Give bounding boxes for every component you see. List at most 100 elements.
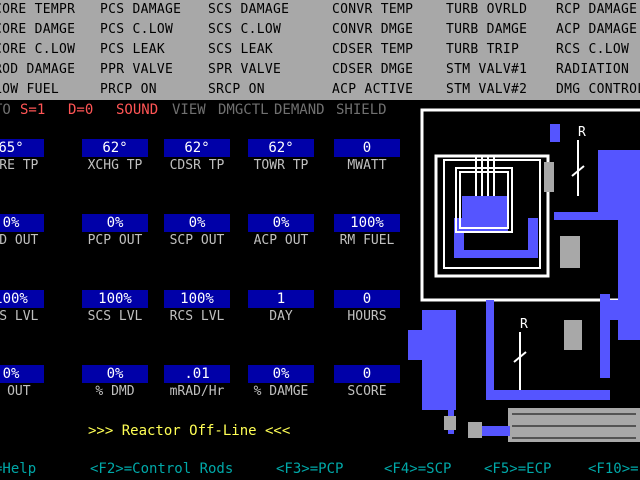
valve-r1-label: R (578, 125, 586, 140)
alarm-indicator: TURB DAMGE (446, 22, 528, 37)
condenser-outlet (408, 330, 426, 360)
secondary-pipe (486, 300, 494, 398)
alarm-indicator: SRCP ON (208, 82, 265, 97)
gauge-label: SCORE (347, 384, 387, 399)
auto-indicator: TO (0, 102, 11, 118)
gauge-label: XCHG TP (87, 158, 143, 173)
function-key[interactable]: <F3>=PCP (276, 461, 344, 477)
alarm-indicator: PRCP ON (100, 82, 157, 97)
alarm-indicator: SPR VALVE (208, 62, 282, 77)
alarm-indicator: CDSER TEMP (332, 42, 414, 57)
gauge-value: 0 (334, 290, 400, 308)
shield-toggle[interactable]: SHIELD (336, 102, 387, 118)
gauge-label: RM FUEL (339, 233, 395, 248)
alarm-indicator: PCS C.LOW (100, 22, 174, 37)
reactor-vessel-inner (443, 159, 541, 269)
alarm-indicator: STM VALV#2 (446, 82, 528, 97)
alarm-indicator: LOW FUEL (0, 82, 60, 97)
gauge-label: CDSR TP (169, 158, 225, 173)
gauge-label: mRAD/Hr (169, 384, 225, 399)
gauge-label: DAY (269, 309, 293, 324)
gauge-value: 0% (0, 214, 44, 232)
discharge-pipe (478, 426, 510, 436)
gauge-value: 0% (0, 365, 44, 383)
primary-pipe (554, 212, 604, 220)
alarm-panel: CORE TEMPR PCS DAMAGE SCS DAMAGE CONVR TEMP… (0, 0, 640, 100)
steam-generator (598, 150, 640, 340)
gauge-label: TOWR TP (253, 158, 309, 173)
function-key[interactable]: <F10>= (588, 461, 639, 477)
alarm-indicator: ROD DAMAGE (0, 62, 76, 77)
gauge-value: 62° (82, 139, 148, 157)
alarm-indicator: CONVR TEMP (332, 2, 414, 17)
alarm-indicator: RCS C.LOW (556, 42, 630, 57)
alarm-indicator: PCS DAMAGE (100, 2, 182, 17)
function-key[interactable]: =Help (0, 461, 37, 477)
discharge-pump (468, 422, 482, 438)
alarm-row: CORE DAMGE PCS C.LOW SCS C.LOW CONVR DMGE TU… (0, 20, 640, 40)
gauge-value: 100% (0, 290, 44, 308)
alarm-row: LOW FUEL PRCP ON SRCP ON ACP ACTIVE STM VALV… (0, 80, 640, 100)
gauge-value: 100% (82, 290, 148, 308)
gauge-label: MWATT (347, 158, 387, 173)
gauge-label: % DAMGE (253, 384, 309, 399)
gauge-label: % OUT (0, 384, 31, 399)
secondary-pump (564, 320, 582, 350)
control-rod-cage (455, 156, 513, 233)
drain-valve (444, 416, 456, 430)
function-key[interactable]: <F5>=ECP (484, 461, 552, 477)
alarm-indicator: ACP ACTIVE (332, 82, 414, 97)
gauge-value: 65° (0, 139, 44, 157)
alarm-indicator: TURB OVRLD (446, 2, 528, 17)
pressurizer-top (550, 124, 560, 142)
alarm-indicator: ACP DAMAGE (556, 22, 638, 37)
turbine-block (508, 408, 640, 442)
dmgctl-toggle[interactable]: DMGCTL (218, 102, 269, 118)
gauge-value: .01 (164, 365, 230, 383)
reactor-vessel-outer (434, 154, 550, 278)
alarm-indicator: DMG CONTROL (556, 82, 640, 97)
gauge-value: 62° (164, 139, 230, 157)
gauge-label: % DMD (95, 384, 135, 399)
gauge-value: 1 (248, 290, 314, 308)
alarm-indicator: SCS C.LOW (208, 22, 282, 37)
condenser-block (422, 310, 456, 410)
alarm-indicator: CORE TEMPR (0, 2, 76, 17)
primary-pump (560, 236, 580, 268)
feedwater-pipe (600, 294, 610, 378)
alarm-row: CORE TEMPR PCS DAMAGE SCS DAMAGE CONVR TEMP… (0, 0, 640, 20)
view-toggle[interactable]: VIEW (172, 102, 206, 118)
function-key[interactable]: <F4>=SCP (384, 461, 452, 477)
alarm-indicator: SCS LEAK (208, 42, 274, 57)
gauge-label: PCS LVL (0, 309, 39, 324)
sound-toggle[interactable]: SOUND (116, 102, 159, 118)
reactor-core (462, 196, 508, 232)
alarm-indicator: PPR VALVE (100, 62, 174, 77)
gauge-value: 100% (164, 290, 230, 308)
alarm-indicator: CONVR DMGE (332, 22, 414, 37)
gauge-label: ROD OUT (0, 233, 39, 248)
gauge-value: 0% (164, 214, 230, 232)
valve-r2-label: R (520, 317, 528, 332)
gauge-label: SCP OUT (169, 233, 225, 248)
gauge-label: CORE TP (0, 158, 39, 173)
demand-toggle[interactable]: DEMAND (274, 102, 325, 118)
function-key-bar: =Help <F2>=Control Rods <F3>=PCP <F4>=SCP <F… (0, 458, 640, 480)
alarm-indicator: SCS DAMAGE (208, 2, 290, 17)
gauge-label: PCP OUT (87, 233, 143, 248)
alarm-indicator: CORE DAMGE (0, 22, 76, 37)
gauge-label: HOURS (347, 309, 387, 324)
gauge-value: 100% (334, 214, 400, 232)
alarm-indicator: STM VALV#1 (446, 62, 528, 77)
reactor-diagram: R R (408, 108, 640, 442)
return-pipe (486, 390, 610, 400)
gauge-value: 0% (82, 214, 148, 232)
pressurizer-block (544, 162, 554, 192)
gauge-value: 0% (248, 214, 314, 232)
alarm-indicator: CORE C.LOW (0, 42, 76, 57)
gauge-value: 0% (248, 365, 314, 383)
function-key[interactable]: <F2>=Control Rods (90, 461, 234, 477)
s-indicator: S=1 (20, 102, 46, 118)
reactor-status-banner: >>> Reactor Off-Line <<< (88, 423, 291, 439)
